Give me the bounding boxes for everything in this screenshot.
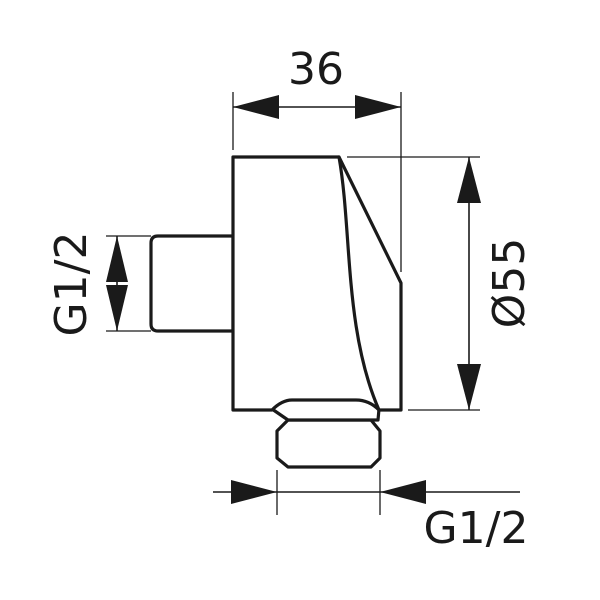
arrowhead-diameter-bottom — [457, 364, 481, 410]
arrowhead-left-thread-top — [106, 236, 128, 282]
dimension-label-left-thread: G1/2 — [46, 232, 97, 337]
arrowhead-36-right — [355, 95, 401, 119]
arrowhead-36-left — [233, 95, 279, 119]
wall-connector-body — [231, 155, 403, 412]
arrowhead-left-thread-bottom — [106, 285, 128, 331]
arrowhead-bottom-thread-right — [380, 480, 426, 504]
arrowhead-bottom-thread-left — [231, 480, 277, 504]
arrowhead-diameter-top — [457, 157, 481, 203]
left-threaded-inlet — [149, 234, 235, 333]
dimension-label-diameter: Ø55 — [484, 238, 535, 329]
dimension-label-36: 36 — [288, 44, 344, 95]
dimension-label-bottom-thread: G1/2 — [424, 503, 529, 554]
bottom-outlet-nut — [275, 418, 382, 469]
body-curved-face — [337, 155, 381, 412]
